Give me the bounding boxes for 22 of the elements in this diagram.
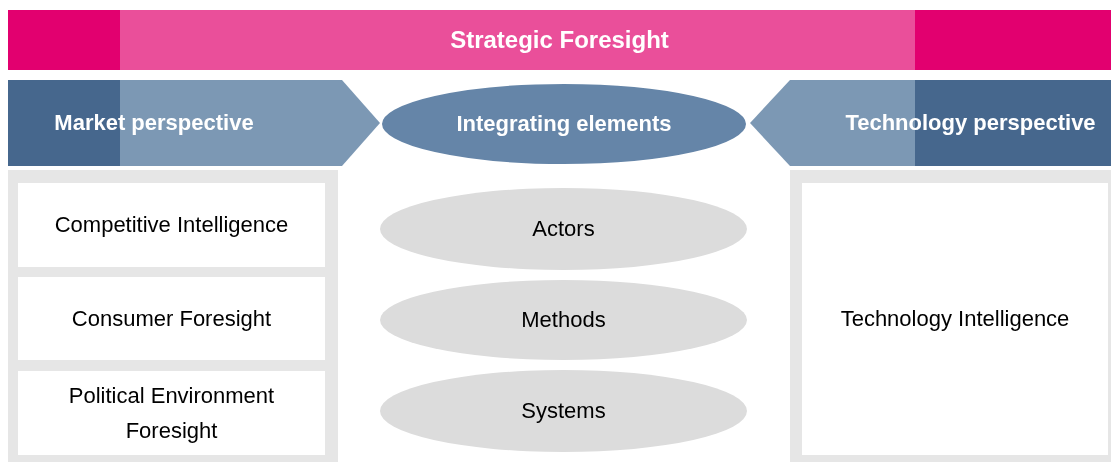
node-label: Consumer Foresight [71,304,272,333]
header-band [8,10,1111,70]
panel-background [8,170,338,462]
node-label: Technology Intelligence [840,305,1070,334]
heading-text: Market perspective [54,109,254,138]
heading-banner [8,80,380,166]
node-label: Actors [532,215,595,244]
element-ellipse [380,280,747,360]
text-card [18,183,325,267]
node-label: Competitive Intelligence [54,211,289,240]
text-card [18,371,325,455]
text-card [18,277,325,360]
node-label: Political Environment Foresight [67,381,276,445]
node-label: Methods [521,306,606,335]
node-label: Systems [521,397,606,426]
band-title: Strategic Foresight [450,24,669,55]
heading-banner [750,80,1111,166]
element-ellipse [380,188,747,270]
element-ellipse [380,82,748,166]
element-ellipse [380,370,747,452]
heading-text: Technology perspective [845,109,1096,138]
heading-text: Integrating elements [456,110,672,139]
